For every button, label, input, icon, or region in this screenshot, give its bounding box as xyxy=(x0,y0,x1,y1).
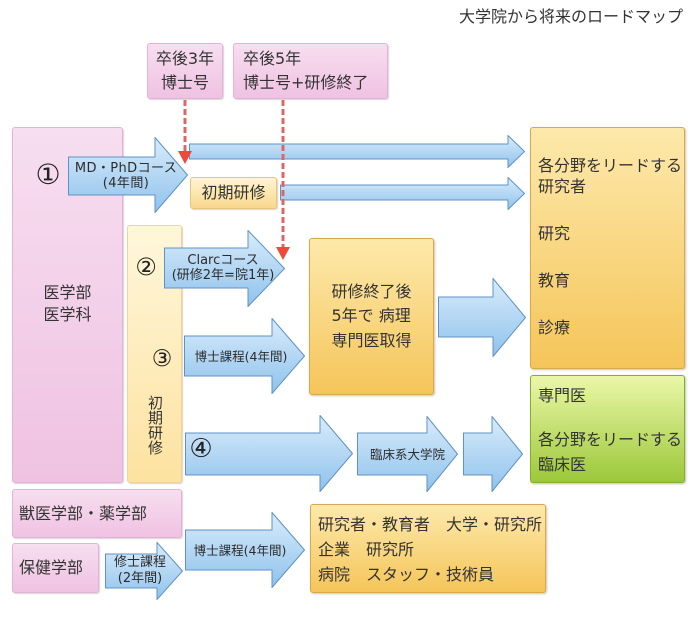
researcher-title-line: 研究者 xyxy=(538,177,587,196)
milestone-degree: 博士号 xyxy=(160,73,209,92)
career-line: 企業 研究所 xyxy=(318,540,415,559)
milestone-3-years-box: 卒後3年 博士号 xyxy=(147,43,223,99)
path-4-arrow: ④ xyxy=(185,415,353,492)
milestone-5-years-box: 卒後5年 博士号+研修終了 xyxy=(233,43,388,99)
arrow-polygon xyxy=(185,415,353,492)
role-education: 教育 xyxy=(538,271,571,290)
initial-training-column-label: 初期研修 xyxy=(146,395,164,455)
clinical-grad-school-arrow: 臨床系大学院 xyxy=(357,416,458,492)
milestone-timing: 卒後5年 xyxy=(243,49,302,68)
to-clinician-arrow xyxy=(463,416,523,492)
pathology-line: 研修終了後 xyxy=(331,281,412,301)
arrow-polygon xyxy=(185,512,305,588)
faculty-vet-pharmacy-label: 獣医学部・薬学部 xyxy=(19,503,148,523)
arrow-shape xyxy=(463,416,523,492)
step-name: 臨床系大学院 xyxy=(369,446,445,462)
course-duration: (4年間) xyxy=(102,176,150,191)
clarc-course-arrow: Clarcコース (研修2年=院1年) xyxy=(164,230,285,307)
career-line: 病院 スタッフ・技術員 xyxy=(318,565,495,584)
faculty-health-sciences-box: 保健学部 xyxy=(12,543,99,593)
page-title: 大学院から将来のロードマップ xyxy=(458,7,683,26)
arrow-shape xyxy=(280,177,525,210)
researcher-title-line: 各分野をリードする xyxy=(538,156,683,175)
faculty-medicine-department: 医学科 xyxy=(43,305,92,324)
arrow-polygon xyxy=(280,177,525,210)
clinician-outcome-box: 専門医 各分野をリードする 臨床医 xyxy=(530,375,685,483)
arrow-polygon xyxy=(68,137,188,213)
milestone-degree: 博士号+研修終了 xyxy=(243,73,369,92)
training-to-researcher-arrow xyxy=(280,177,525,210)
course-name: 博士課程(4年間) xyxy=(194,348,288,364)
phd-to-researcher-arrow xyxy=(189,135,525,168)
course-name: 博士課程(4年間) xyxy=(193,542,287,558)
arrow-shape xyxy=(105,542,183,600)
role-research: 研究 xyxy=(538,224,571,243)
master-course-arrow: 修士課程 (2年間) xyxy=(105,542,183,600)
pathology-to-outcome-arrow xyxy=(438,278,526,357)
arrow-polygon xyxy=(184,318,305,394)
careers-box: 研究者・教育者 大学・研究所 企業 研究所 病院 スタッフ・技術員 xyxy=(310,504,546,593)
arrow-shape xyxy=(68,137,188,213)
path-2-number: ② xyxy=(135,253,157,281)
pathology-line: 専門医取得 xyxy=(331,330,412,350)
milestone-timing: 卒後3年 xyxy=(155,49,215,68)
arrow-shape xyxy=(357,416,458,492)
pathology-specialist-box: 研修終了後 5年で 病理 専門医取得 xyxy=(309,238,434,395)
initial-training-box: 初期研修 xyxy=(190,177,277,209)
faculty-medicine-name: 医学部 xyxy=(43,283,92,302)
arrow-shape xyxy=(184,318,305,394)
other-doctoral-course-arrow: 博士課程(4年間) xyxy=(185,512,305,588)
specialist-label: 専門医 xyxy=(538,386,587,405)
course-name: MD・PhDコース xyxy=(74,161,178,176)
path-4-number: ④ xyxy=(189,434,213,464)
arrow-shape xyxy=(438,278,526,357)
faculty-health-sciences-label: 保健学部 xyxy=(19,558,84,577)
clarc-course-label: Clarcコース (研修2年=院1年) xyxy=(164,248,282,288)
arrow-shape xyxy=(185,415,353,492)
arrow-polygon xyxy=(105,542,183,600)
initial-training-box-label: 初期研修 xyxy=(201,183,266,202)
arrow-polygon xyxy=(438,278,526,357)
clinical-grad-school-label: 臨床系大学院 xyxy=(357,433,458,475)
career-line: 研究者・教育者 大学・研究所 xyxy=(318,515,543,534)
arrow-polygon xyxy=(357,416,458,492)
arrow-polygon xyxy=(164,230,285,307)
arrow-polygon xyxy=(463,416,523,492)
md-phd-course-label: MD・PhDコース (4年間) xyxy=(68,157,184,195)
clinician-title-line: 臨床医 xyxy=(538,455,587,474)
other-doctoral-course-label: 博士課程(4年間) xyxy=(185,530,295,570)
doctoral-course-label: 博士課程(4年間) xyxy=(184,336,298,376)
arrow-shape xyxy=(164,230,285,307)
course-name: Clarcコース xyxy=(187,253,259,268)
md-phd-course-arrow: MD・PhDコース (4年間) xyxy=(68,137,188,213)
arrow-shape xyxy=(189,135,525,168)
arrow-shape xyxy=(185,512,305,588)
master-course-label: 修士課程 (2年間) xyxy=(105,554,175,588)
clinician-title-line: 各分野をリードする xyxy=(538,430,683,449)
role-clinical-care: 診療 xyxy=(538,318,571,337)
arrow-polygon xyxy=(189,135,525,168)
pathology-line: 5年で 病理 xyxy=(331,306,411,326)
doctoral-course-arrow: 博士課程(4年間) xyxy=(184,318,305,394)
path-1-number: ① xyxy=(35,158,61,191)
researcher-outcome-box: 各分野をリードする 研究者 研究 教育 診療 xyxy=(530,127,685,369)
path-3-number: ③ xyxy=(151,345,173,372)
course-name: 修士課程 xyxy=(113,555,166,570)
faculty-vet-pharmacy-box: 獣医学部・薬学部 xyxy=(12,489,182,538)
course-duration: (2年間) xyxy=(117,571,163,586)
course-note: (研修2年=院1年) xyxy=(171,268,275,283)
